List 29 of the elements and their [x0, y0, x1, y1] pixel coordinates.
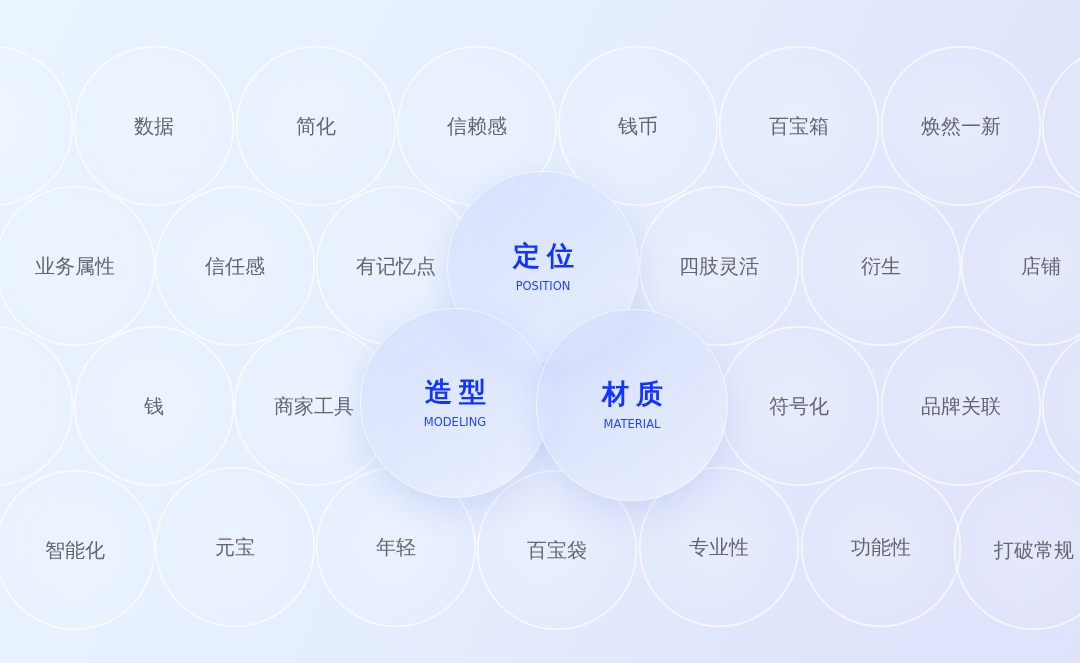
category-subtitle: MATERIAL — [603, 418, 661, 432]
keyword-text: 功能性 — [851, 535, 911, 559]
keyword-text: 店铺 — [1021, 254, 1061, 278]
keyword-text: 商家工具 — [274, 394, 354, 418]
keyword-text: 数据 — [134, 114, 174, 138]
keyword-text: 钱 — [144, 394, 164, 418]
keyword-text: 有记忆点 — [356, 254, 436, 278]
keyword-text: 简化 — [296, 114, 336, 138]
keyword-text: 百宝袋 — [527, 538, 587, 562]
keyword-text: 品牌关联 — [921, 394, 1001, 418]
keyword-text: 信赖感 — [447, 114, 507, 138]
keyword-text: 焕然一新 — [921, 114, 1001, 138]
keyword-text: 业务属性 — [35, 254, 115, 278]
keyword-text: 专业性 — [689, 535, 749, 559]
keyword-text: 百宝箱 — [769, 114, 829, 138]
keyword-text: 四肢灵活 — [679, 254, 759, 278]
category-title: 造型 — [423, 376, 493, 408]
keyword-text: 打破常规 — [994, 538, 1074, 562]
category-title: 定位 — [511, 240, 581, 272]
category-subtitle: MODELING — [423, 416, 487, 430]
keyword-text: 智能化 — [45, 538, 105, 562]
keyword-text: 符号化 — [769, 394, 829, 418]
keyword-text: 衍生 — [861, 254, 901, 278]
keyword-text: 信任感 — [205, 254, 265, 278]
category-subtitle: POSITION — [515, 280, 571, 294]
keyword-text: 钱币 — [618, 114, 658, 138]
category-title: 材质 — [600, 378, 670, 410]
keyword-text: 年轻 — [376, 535, 416, 559]
keyword-text: 元宝 — [215, 535, 255, 559]
